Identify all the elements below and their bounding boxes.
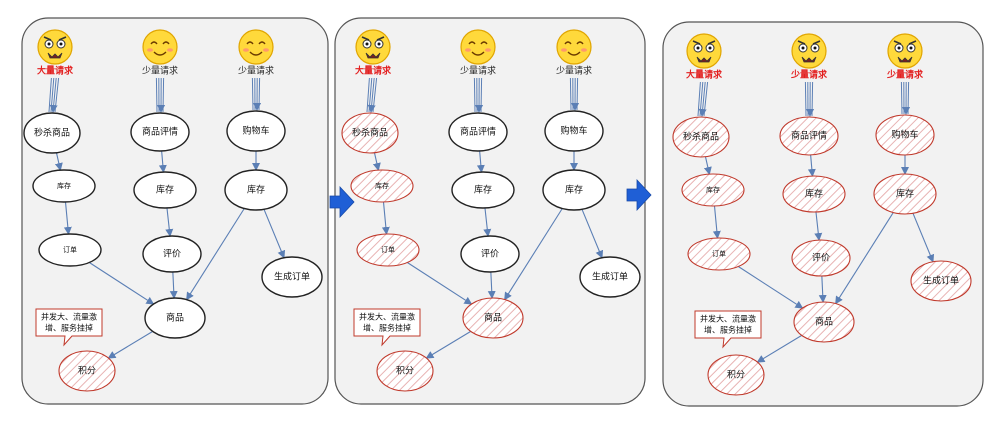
face-blush [243,48,249,52]
node-label-product: 商品 [166,312,184,324]
happy-face-icon [143,30,177,64]
request-label: 少量请求 [556,65,592,77]
node-label-review: 评价 [163,249,181,260]
face-blush [561,48,567,52]
node-label-genorder: 生成订单 [592,271,628,283]
request-arrow [163,78,164,112]
face-pupil [60,43,63,46]
node-label-stock2: 库存 [474,184,492,196]
request-label: 少量请求 [790,69,828,81]
callout-text-line2: 增、服务挂掉 [704,325,752,335]
face-blush [581,48,587,52]
angry-face-icon [38,30,72,64]
request-label: 大量请求 [37,65,74,77]
request-arrow [481,78,482,112]
face-blush [485,48,491,52]
node-label-stock3: 库存 [247,184,265,196]
request-label: 大量请求 [686,69,723,81]
request-arrow [812,82,813,116]
face-blush [147,48,153,52]
callout-text-line1: 并发大、流量激 [359,312,415,322]
node-label-order: 订单 [63,245,77,254]
request-arrow [252,78,253,110]
node-label-detail: 商品评情 [460,126,496,138]
node-label-cart: 购物车 [242,125,269,137]
node-label-order: 订单 [712,249,726,258]
node-label-order: 订单 [381,245,395,254]
face-pupil [898,47,901,50]
angry-face-icon [888,34,922,68]
request-arrow [474,78,475,112]
request-label: 大量请求 [355,65,392,77]
node-label-cart: 购物车 [891,129,918,141]
node-label-stock1: 库存 [375,181,389,190]
node-label-points: 积分 [78,365,96,377]
node-label-seckill: 秒杀商品 [34,127,70,139]
node-label-stock1: 库存 [706,185,720,194]
node-label-seckill: 秒杀商品 [352,127,388,139]
request-arrow [577,78,578,110]
node-label-review: 评价 [812,253,830,264]
node-label-detail: 商品评情 [142,126,178,138]
angry-face-icon [792,34,826,68]
request-label: 少量请求 [460,65,496,77]
happy-face-icon [239,30,273,64]
request-label: 少量请求 [886,69,924,81]
node-label-detail: 商品评情 [791,130,827,142]
face-pupil [697,47,700,50]
node-label-cart: 购物车 [560,125,587,137]
node-label-stock3: 库存 [565,184,583,196]
node-label-points: 积分 [396,365,414,377]
face-blush [465,48,471,52]
node-label-genorder: 生成订单 [274,271,310,283]
request-arrow [259,78,260,110]
node-label-stock1: 库存 [57,181,71,190]
node-label-stock2: 库存 [156,184,174,196]
request-arrow [156,78,157,112]
node-label-product: 商品 [484,312,502,324]
request-arrow [570,78,571,110]
face-pupil [366,43,369,46]
happy-face-icon [557,30,591,64]
angry-face-icon [687,34,721,68]
face-pupil [48,43,51,46]
node-label-points: 积分 [727,369,745,381]
callout-text-line2: 增、服务挂掉 [45,323,93,333]
callout-text-line1: 并发大、流量激 [700,314,756,324]
face-pupil [910,47,913,50]
node-label-product: 商品 [815,316,833,328]
face-pupil [378,43,381,46]
callout-text-line2: 增、服务挂掉 [363,323,411,333]
face-pupil [802,47,805,50]
request-label: 少量请求 [142,65,178,77]
request-label: 少量请求 [238,65,274,77]
face-blush [263,48,269,52]
callout-text-line1: 并发大、流量激 [41,312,97,322]
node-label-seckill: 秒杀商品 [683,131,719,143]
face-blush [167,48,173,52]
node-label-stock3: 库存 [896,188,914,200]
request-arrow [908,82,909,114]
angry-face-icon [356,30,390,64]
node-label-stock2: 库存 [805,188,823,200]
node-label-genorder: 生成订单 [923,275,959,287]
face-pupil [814,47,817,50]
request-arrow [901,82,902,114]
happy-face-icon [461,30,495,64]
request-arrow [805,82,806,116]
face-pupil [709,47,712,50]
node-label-review: 评价 [481,249,499,260]
